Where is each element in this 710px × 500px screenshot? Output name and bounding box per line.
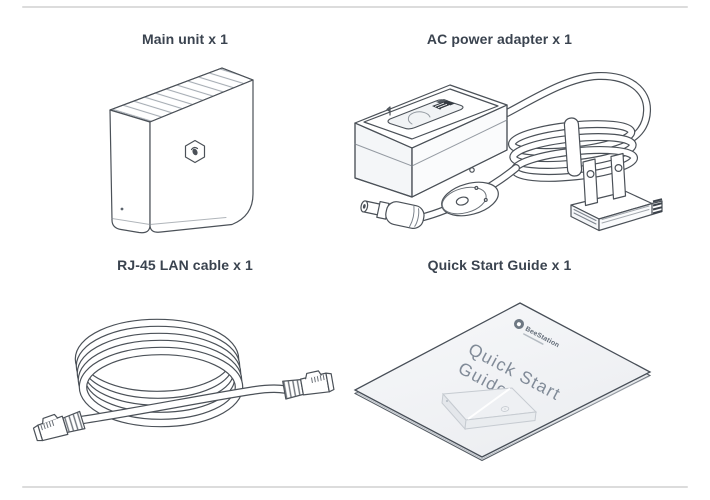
item-label: AC power adapter x 1	[426, 31, 573, 47]
bottom-divider	[22, 486, 688, 488]
item-label: Quick Start Guide x 1	[427, 257, 572, 273]
top-divider	[22, 6, 688, 8]
package-item-main-unit: Main unit x 1	[20, 31, 350, 246]
power-led	[120, 207, 124, 211]
ac-adapter-illustration	[354, 71, 663, 232]
package-item-ac-adapter: AC power adapter x 1	[332, 31, 667, 246]
item-label: RJ-45 LAN cable x 1	[117, 257, 253, 273]
dc-barrel-connector	[360, 200, 425, 229]
rj45-connector-left	[32, 410, 86, 442]
device-thumbnail	[441, 387, 538, 431]
beestation-logo-icon	[184, 139, 206, 164]
cable-coil	[74, 318, 290, 428]
package-item-lan-cable: RJ-45 LAN cable x 1	[20, 257, 350, 472]
package-item-quick-start-guide: Quick Start Guide x 1 BeeStation Quick	[332, 257, 667, 472]
rj45-connector-right	[282, 370, 335, 400]
main-unit-illustration	[109, 67, 254, 234]
guide-cover	[353, 302, 652, 458]
cable-clip	[563, 117, 583, 177]
brand-tagline-bar	[523, 333, 544, 345]
item-label: Main unit x 1	[141, 31, 229, 47]
ferrite-bead	[441, 181, 499, 217]
detachable-plug	[570, 152, 663, 232]
power-brick	[354, 84, 508, 198]
lan-cable-illustration	[32, 318, 335, 442]
quick-start-guide-illustration: BeeStation Quick Start Guide	[353, 302, 652, 462]
